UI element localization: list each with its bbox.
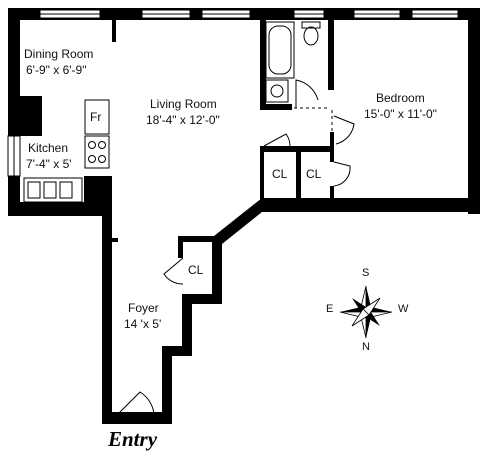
diagonal-wall	[214, 198, 262, 244]
bathtub	[265, 21, 295, 79]
interior-walls	[20, 18, 334, 204]
dining-room-dims: 6'-9" x 6'-9"	[26, 63, 86, 77]
foyer-bottom-wall	[102, 412, 172, 424]
foyer-closet-label: CL	[188, 263, 204, 277]
compass-west-label: W	[398, 303, 409, 315]
foyer-right-wall-lower	[162, 350, 172, 424]
closet-wall-right-2	[330, 186, 334, 204]
closet-wall-right	[330, 146, 334, 162]
kitchen-dims: 7'-4" x 5'	[26, 157, 72, 171]
bedroom-dims: 15'-0" x 11'-0"	[364, 107, 437, 121]
bath-right-wall	[328, 18, 334, 90]
bathtub-inner	[268, 25, 292, 75]
kitchen-wall-block	[20, 96, 42, 136]
bedroom-door-swing	[333, 115, 355, 145]
bedroom-bottom-wall	[262, 198, 480, 212]
fixtures	[23, 21, 321, 206]
living-room-name: Living Room	[150, 97, 217, 111]
foyer-left-wall	[102, 202, 112, 424]
closet-top-wall	[178, 236, 222, 242]
foyer-right-wall-mid	[182, 300, 192, 356]
closet-left-wall	[178, 236, 183, 258]
compass-rose	[339, 285, 393, 339]
closet-wall-left	[260, 146, 264, 204]
entry-door	[117, 391, 155, 415]
closet-1-door	[263, 133, 291, 147]
entry-label: Entry	[107, 427, 158, 451]
dining-room-name: Dining Room	[24, 47, 93, 61]
counter-end	[84, 176, 112, 206]
bath-left-wall	[260, 18, 266, 108]
foyer-dims: 14 'x 5'	[124, 317, 161, 331]
closet-right-wall	[212, 236, 222, 304]
closet-2-door	[333, 161, 351, 187]
windows	[7, 9, 459, 177]
fridge-label: Fr	[90, 110, 101, 124]
doors	[112, 79, 355, 417]
bath-sink	[265, 79, 289, 103]
toilet-bowl	[303, 26, 319, 46]
right-wall	[468, 8, 480, 214]
fridge	[84, 99, 110, 135]
kitchen-counter	[23, 177, 83, 203]
bedroom-left-wall	[330, 132, 334, 146]
compass-north-label: N	[362, 341, 370, 353]
bedroom-name: Bedroom	[376, 91, 425, 105]
toilet-tank	[301, 21, 321, 29]
foyer-name: Foyer	[128, 301, 159, 315]
closet-1-label: CL	[272, 167, 288, 181]
foyer-step-2	[182, 294, 222, 304]
left-wall	[8, 8, 20, 216]
bath-door-swing	[295, 79, 319, 108]
foyer-step-1	[162, 346, 192, 356]
living-room-dims: 18'-4" x 12'-0"	[146, 113, 220, 127]
closet-2-label: CL	[306, 167, 322, 181]
compass-east-label: E	[326, 303, 333, 315]
foyer-closet-door	[163, 257, 184, 285]
dining-partition	[112, 18, 116, 42]
closet-wall-mid	[296, 146, 301, 204]
kitchen-name: Kitchen	[28, 141, 68, 155]
labels: Dining Room 6'-9" x 6'-9" Living Room 18…	[24, 47, 437, 451]
compass-south-label: S	[362, 267, 369, 279]
bath-bottom-wall	[260, 104, 292, 110]
stove	[84, 135, 110, 169]
